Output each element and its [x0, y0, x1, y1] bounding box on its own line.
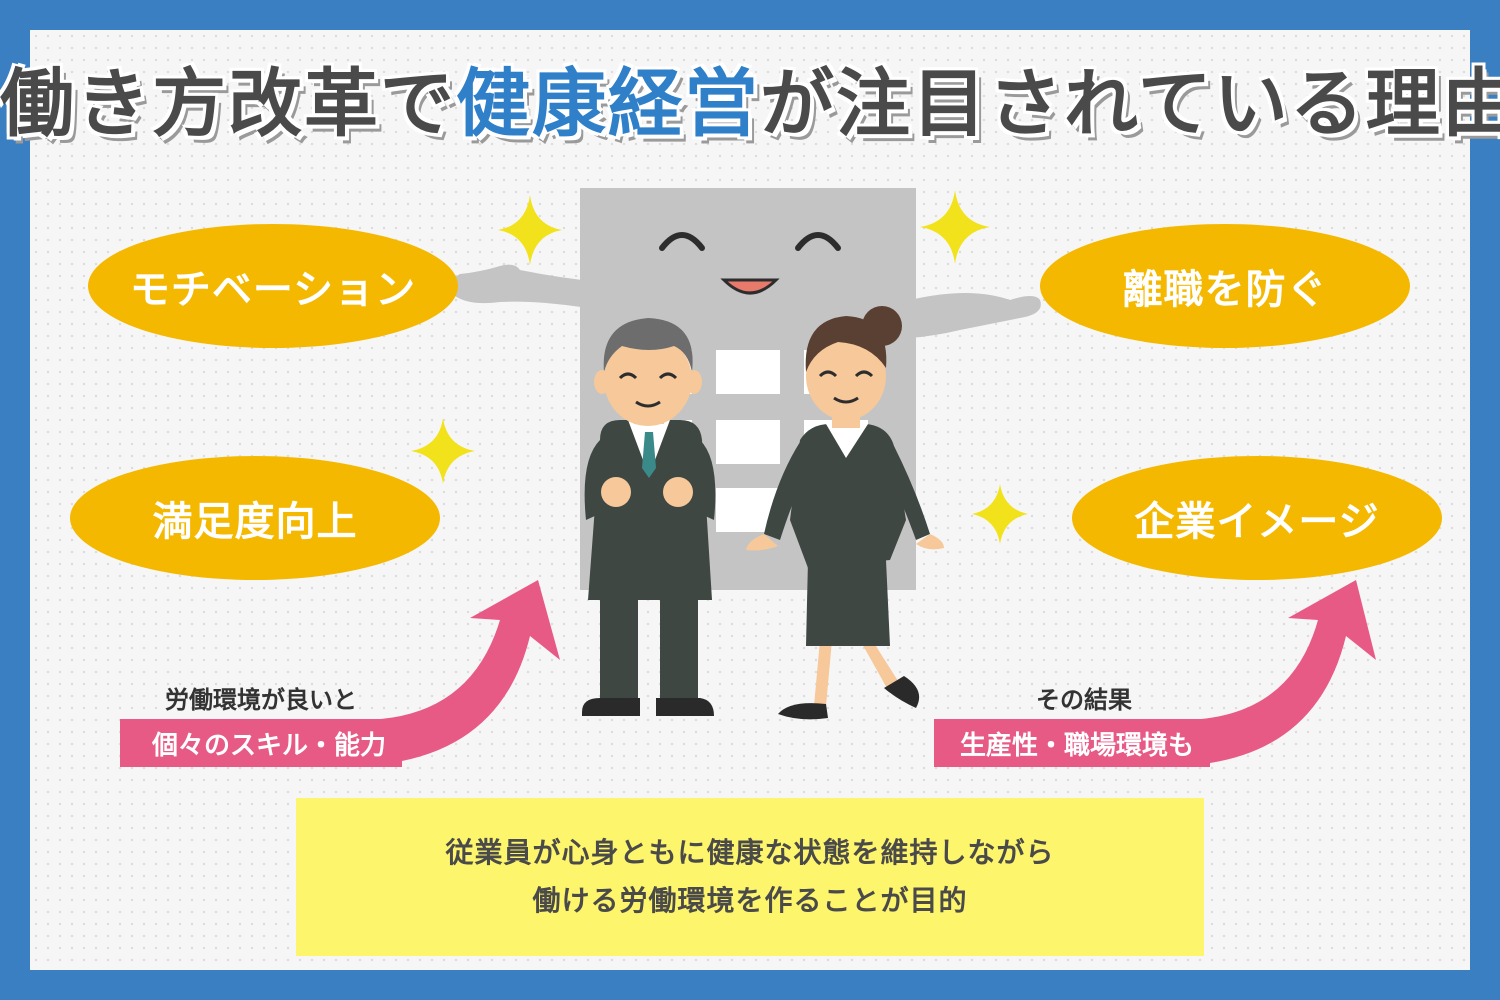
left-banner: 個々のスキル・能力	[120, 719, 402, 767]
right-caption: その結果	[1036, 686, 1132, 714]
building-left-arm	[451, 264, 600, 310]
left-caption: 労働環境が良いと	[165, 686, 357, 714]
sparkle-icon	[972, 484, 1028, 544]
bubble-retention: 離職を防ぐ	[1040, 224, 1410, 348]
title-highlight: 健康経営	[456, 61, 760, 147]
left-arrow	[360, 580, 560, 766]
sparkle-icon	[411, 418, 475, 484]
bubble-motivation: モチベーション	[88, 224, 458, 348]
page-title: 働き方改革で健康経営が注目されている理由	[0, 44, 1500, 151]
note-line-2: 働ける労働環境を作ることが目的	[532, 884, 968, 917]
woman-character	[746, 306, 944, 720]
title-prefix: 働き方改革で	[0, 61, 456, 147]
right-arrow	[1180, 580, 1376, 766]
purpose-note-box: 従業員が心身ともに健康な状態を維持しながら 働ける労働環境を作ることが目的	[296, 798, 1204, 956]
bubble-corporate-image: 企業イメージ	[1072, 456, 1442, 580]
right-banner: 生産性・職場環境も	[934, 719, 1210, 767]
sparkle-icon	[498, 195, 562, 265]
building-mouth	[720, 278, 780, 295]
sparkle-icon	[920, 190, 990, 264]
sparkle-icons	[411, 190, 1028, 544]
bubble-satisfaction: 満足度向上	[70, 456, 440, 580]
building-left-eye	[659, 232, 705, 251]
note-line-1: 従業員が心身ともに健康な状態を維持しながら	[445, 836, 1055, 869]
man-character	[582, 318, 716, 716]
title-suffix: が注目されている理由	[760, 61, 1500, 147]
building-right-arm	[910, 293, 1041, 338]
building-right-eye	[795, 232, 841, 251]
